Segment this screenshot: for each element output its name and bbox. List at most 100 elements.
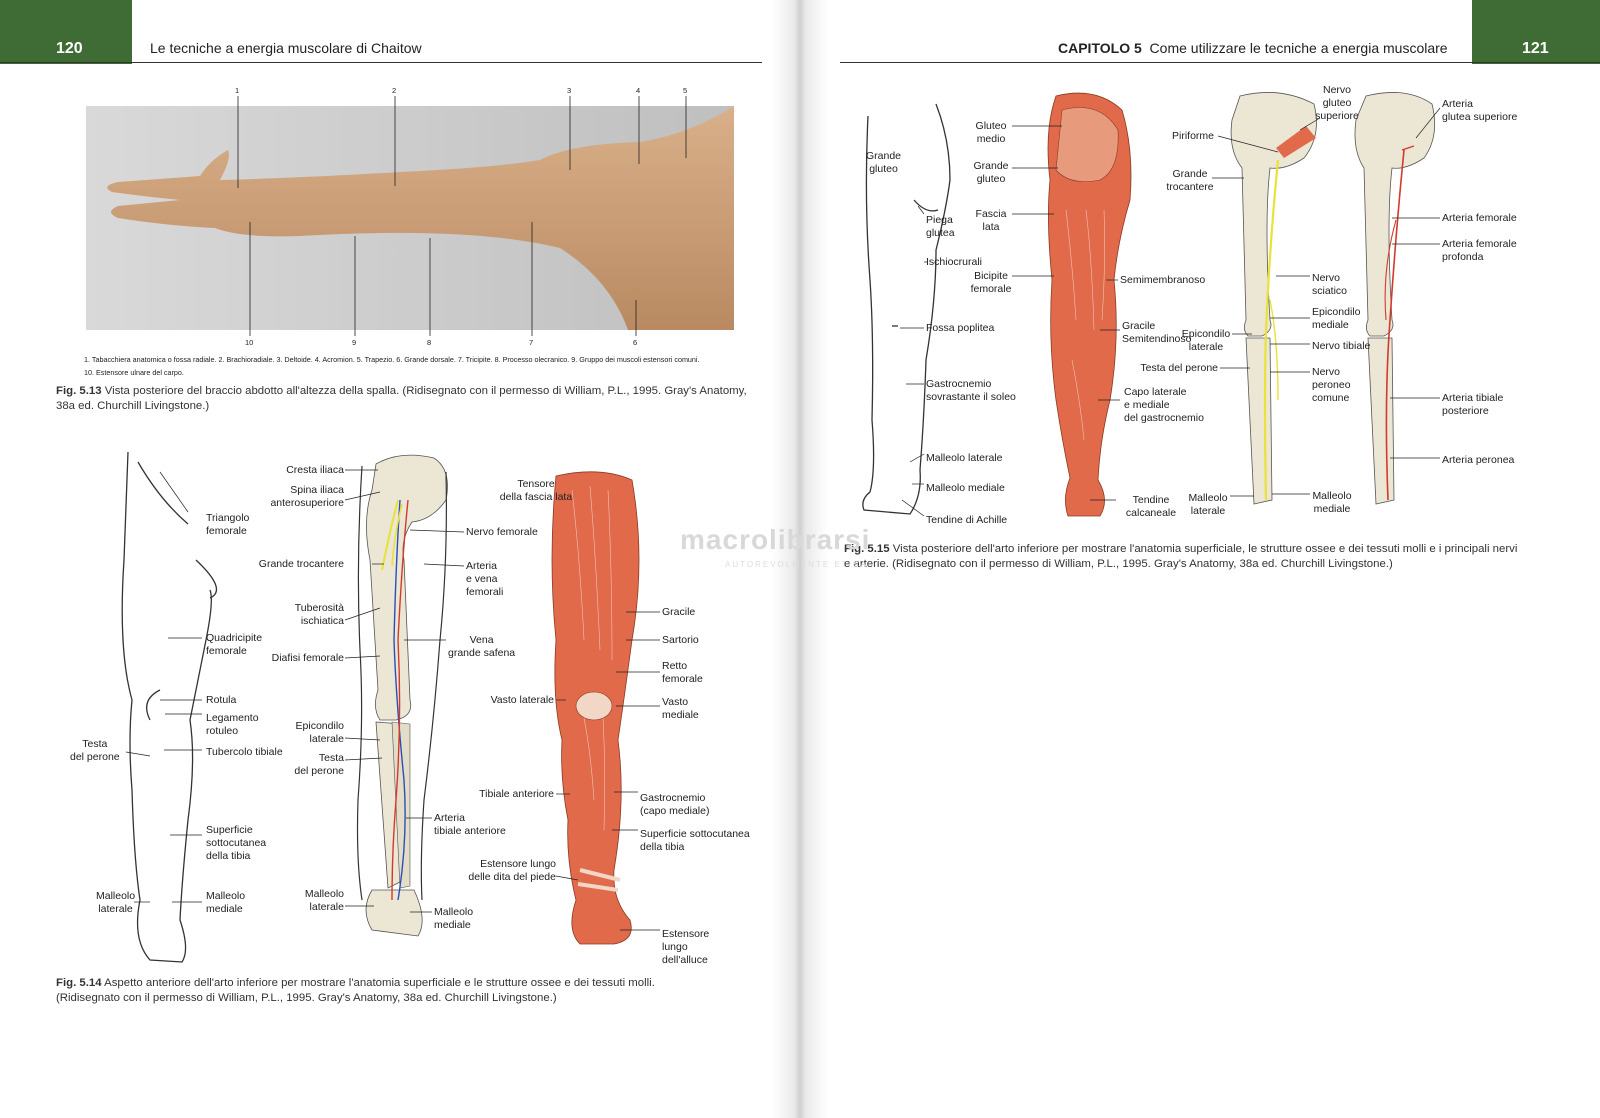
right-page: 121 CAPITOLO 5 Come utilizzare le tecnic… (800, 0, 1600, 1118)
label-tuberosita: Tuberosità ischiatica (294, 602, 344, 627)
label-nervo-tibiale: Nervo tibiale (1312, 340, 1371, 352)
label-epicondilo-mediale: Epicondilo mediale (1312, 306, 1361, 331)
label-ischiocrurali: Ischiocrurali (926, 256, 983, 268)
label-testa-perone-b: Testa del perone (294, 752, 344, 777)
fig13-number-bottom-8: 8 (427, 338, 432, 347)
label-malleolo-laterale: Malleolo laterale (926, 452, 1003, 464)
posterior-outline-leg (862, 103, 951, 515)
fig13-number-bottom-10: 10 (245, 338, 254, 347)
skeleton-leg (365, 454, 448, 937)
posterior-skeleton-nerves (1230, 92, 1317, 505)
label-testa-perone-a: Testa del perone (70, 738, 120, 763)
label-malleolo-lat-b: Malleolo laterale (304, 888, 344, 913)
label-estensore-alluce: Estensore lungo dell'alluce (662, 928, 710, 966)
label-quadricipite: Quadricipite femorale (206, 632, 263, 657)
fig13-number-top-2: 2 (392, 86, 397, 95)
label-piega-glutea: Piega glutea (926, 214, 955, 239)
fig13-number-bottom-7: 7 (529, 338, 534, 347)
label-spina-iliaca: Spina iliaca anterosuperiore (270, 484, 344, 509)
chapter-label: CAPITOLO 5 (1058, 40, 1142, 56)
header-rule-right (840, 62, 1600, 63)
fig14-caption-label: Fig. 5.14 (56, 977, 102, 989)
label-gastro-sov: Gastrocnemio sovrastante il soleo (926, 378, 1016, 403)
running-head: Le tecniche a energia muscolare di Chait… (150, 40, 422, 56)
fig13-caption-line1: Vista posteriore del braccio abdotto all… (104, 385, 747, 397)
label-diafisi: Diafisi femorale (271, 652, 344, 664)
muscle-leg (551, 471, 640, 945)
label-malleolo-lat-a: Malleolo laterale (96, 890, 136, 915)
fig13-number-bottom-9: 9 (352, 338, 357, 347)
label-tibiale-anteriore: Tibiale anteriore (479, 788, 554, 800)
label-vasto-mediale: Vasto mediale (662, 696, 699, 721)
leader-lines (125, 469, 660, 931)
surface-leg-outline (121, 451, 218, 963)
page-number-right: 121 (1522, 40, 1549, 57)
label-superficie-a: Superficie sottocutanea della tibia (206, 824, 267, 862)
label-fascia-lata: Fascia lata (975, 208, 1007, 233)
fig15-caption-line1: Vista posteriore dell'arto inferiore per… (892, 543, 1518, 555)
label-malleolo-med-b: Malleolo mediale (434, 906, 474, 931)
page-number-tab-right: 121 (1472, 0, 1600, 64)
label-epicondilo-laterale-r: Epicondilo laterale (1181, 328, 1231, 353)
label-legamento: Legamento rotuleo (206, 712, 259, 737)
label-epicondilo-laterale: Epicondilo laterale (295, 720, 344, 745)
fig14-caption: Fig. 5.14 Aspetto anteriore dell'arto in… (56, 976, 776, 1006)
label-gluteo-medio: Gluteo medio (975, 120, 1007, 145)
label-cresta-iliaca: Cresta iliaca (286, 464, 344, 476)
label-grande-trocantere: Grande trocantere (258, 558, 344, 570)
fig14-caption-line1: Aspetto anteriore dell'arto inferiore pe… (104, 977, 655, 989)
label-arteria-tibiale-post: Arteria tibiale posteriore (1442, 392, 1504, 417)
label-arteria-tibiale: Arteria tibiale anteriore (434, 812, 506, 837)
book-gutter (772, 0, 828, 1118)
posterior-skeleton-arteries (1354, 92, 1436, 505)
label-retto-femorale: Retto femorale (662, 660, 703, 685)
left-page: 120 Le tecniche a energia muscolare di C… (0, 0, 776, 1006)
label-arteria-femorale-profonda: Arteria femorale profonda (1442, 238, 1517, 263)
fig14-illustration (121, 451, 660, 963)
label-arteria-femorale: Arteria femorale (1442, 212, 1517, 224)
label-nervo-femorale: Nervo femorale (466, 526, 538, 538)
fig13-number-top-5: 5 (683, 86, 688, 95)
fig13-caption-line2: 38a ed. Churchill Livingstone.) (56, 400, 210, 412)
label-vena-safena: Vena grande safena (448, 634, 516, 659)
label-nervo-gluteo: Nervo gluteo superiore (1315, 84, 1359, 122)
header-rule (0, 62, 762, 63)
fig13-legend-line1: 1. Tabacchiera anatomica o fossa radiale… (84, 355, 700, 364)
fig15-caption-line2: e arterie. (Ridisegnato con il permesso … (844, 558, 1393, 570)
watermark-logo: macrolibrarsi (680, 524, 871, 555)
label-nervo-sciatico: Nervo sciatico (1312, 272, 1348, 297)
fig13-number-top-4: 4 (636, 86, 641, 95)
fig13-number-top-3: 3 (567, 86, 572, 95)
watermark-tagline: AUTOREVOLMENTE ETICA (725, 560, 868, 569)
label-triangolo-femorale: Triangolo femorale (206, 512, 250, 537)
label-grande-gluteo: Grande gluteo (866, 150, 902, 175)
label-estensore-dita: Estensore lungo delle dita del piede (468, 858, 556, 883)
label-malleolo-mediale: Malleolo mediale (926, 482, 1005, 494)
fig14-caption-line2: (Ridisegnato con il permesso di William,… (56, 992, 557, 1004)
label-grande-trocantere-r: Grande trocantere (1166, 168, 1214, 193)
arm-photo (86, 96, 734, 336)
label-testa-perone-r: Testa del perone (1140, 362, 1218, 374)
fig13-legend-line2: 10. Estensore ulnare del carpo. (84, 368, 184, 377)
label-bicipite: Bicipite femorale (970, 270, 1012, 295)
label-capo-laterale: Capo laterale e mediale del gastrocnemio (1124, 386, 1204, 424)
label-malleolo-med-a: Malleolo mediale (206, 890, 246, 915)
label-grande-gluteo2: Grande gluteo (973, 160, 1009, 185)
page-number-tab: 120 (0, 0, 132, 64)
label-rotula: Rotula (206, 694, 237, 706)
posterior-muscle-leg (1047, 92, 1132, 517)
label-gastrocnemio: Gastrocnemio (capo mediale) (640, 792, 710, 817)
label-tubercolo: Tubercolo tibiale (206, 746, 283, 758)
label-sartorio: Sartorio (662, 634, 699, 646)
fig13-caption: Fig. 5.13 Vista posteriore del braccio a… (56, 384, 776, 414)
label-semimembranoso: Semimembranoso (1120, 274, 1206, 286)
label-gracile: Gracile (662, 606, 696, 618)
fig13-caption-label: Fig. 5.13 (56, 385, 102, 397)
page-number: 120 (56, 40, 83, 57)
label-piriforme: Piriforme (1172, 130, 1215, 142)
fig13-number-bottom-6: 6 (633, 338, 638, 347)
fig15-illustration (862, 92, 1441, 517)
fig15-leader-lines (900, 107, 1441, 517)
label-superficie-b: Superficie sottocutanea della tibia (640, 828, 750, 853)
label-malleolo-laterale-r: Malleolo laterale (1188, 492, 1228, 517)
